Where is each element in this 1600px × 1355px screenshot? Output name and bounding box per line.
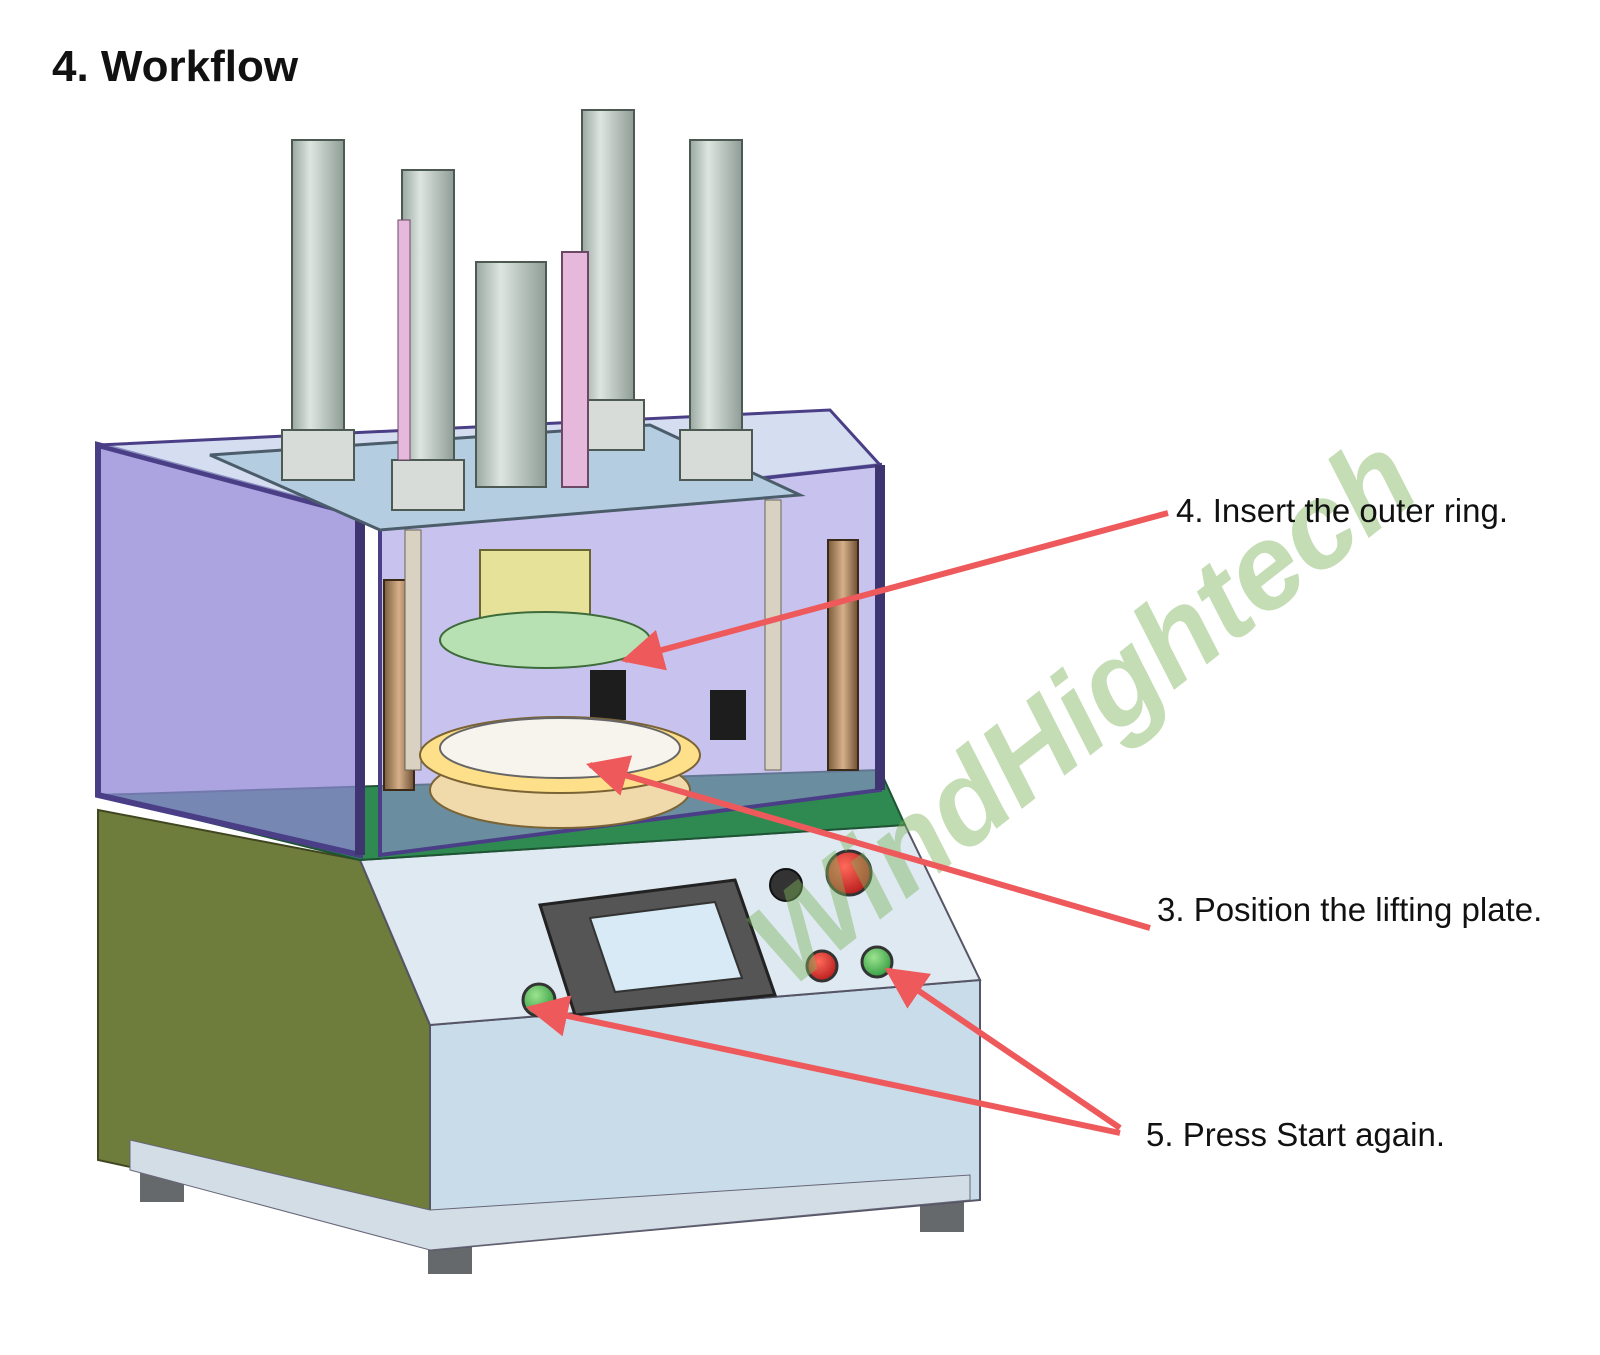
- touchscreen-icon: [588, 900, 744, 994]
- lifting-plate: [419, 716, 701, 829]
- start-button-icon: [860, 945, 894, 979]
- callout-insert-outer-ring: 4. Insert the outer ring.: [1176, 492, 1509, 529]
- emergency-stop-icon: [825, 849, 873, 897]
- guide-columns: [404, 499, 782, 771]
- arrow-start-right: [884, 967, 1122, 1131]
- stop-button-icon: [805, 949, 839, 983]
- arrow-insert-ring: [620, 510, 1169, 671]
- arrow-position-plate: [585, 755, 1151, 931]
- mode-selector-icon: [769, 868, 803, 902]
- callout-press-start-again: 5. Press Start again.: [1146, 1116, 1445, 1153]
- press-head: [439, 549, 746, 740]
- callout-arrows: [525, 510, 1169, 1136]
- air-cylinders: [281, 109, 753, 511]
- page-title: 4. Workflow: [52, 42, 299, 91]
- arrow-start-left: [525, 995, 1121, 1136]
- callout-position-lifting-plate: 3. Position the lifting plate.: [1157, 891, 1543, 928]
